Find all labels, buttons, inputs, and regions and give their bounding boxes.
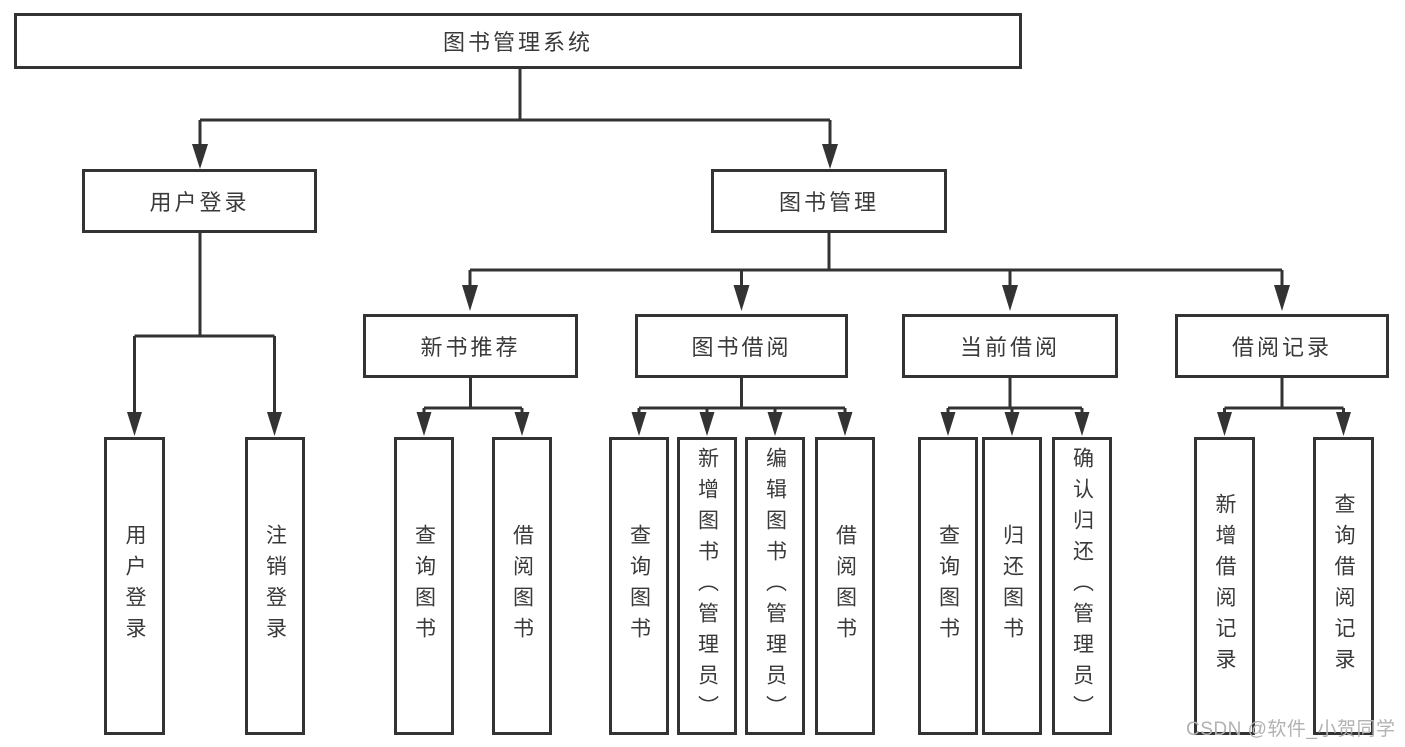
connector-new-book-recommend-branch (416, 378, 530, 436)
arrowhead (733, 285, 750, 311)
arrowhead (767, 412, 783, 436)
node-user-login: 用户登录 (82, 169, 317, 233)
node-leaf-recommend-borrow-books: 借阅图书 (492, 437, 552, 735)
arrowhead (416, 412, 432, 436)
arrowhead (837, 412, 853, 436)
node-root: 图书管理系统 (14, 13, 1022, 69)
connector-user-login-branch (127, 233, 282, 436)
node-leaf-current-return-books: 归还图书 (982, 437, 1042, 735)
node-leaf-borrowing-add-books: 新增图书（管理员） (677, 437, 737, 735)
node-label: 新增借阅记录 (1213, 493, 1236, 679)
connector-root-branch (192, 69, 838, 169)
arrowhead (1217, 412, 1232, 436)
node-leaf-logout: 注销登录 (245, 437, 305, 735)
node-leaf-borrowing-query-books: 查询图书 (609, 437, 669, 735)
arrowhead (940, 412, 956, 436)
node-leaf-current-confirm-return: 确认归还（管理员） (1052, 437, 1112, 735)
arrowhead (1336, 412, 1351, 436)
node-label: 用户登录 (123, 524, 146, 648)
connector-book-borrowing-branch (631, 378, 853, 436)
arrowhead (631, 412, 647, 436)
arrowhead (514, 412, 530, 436)
arrowhead (127, 412, 142, 436)
node-label: 注销登录 (263, 524, 287, 648)
arrowhead (1002, 285, 1018, 311)
node-leaf-current-query-books: 查询图书 (918, 437, 978, 735)
arrowhead (1074, 412, 1090, 436)
node-label: 查询图书 (627, 524, 651, 648)
arrowhead (822, 144, 838, 169)
arrowhead (192, 144, 208, 169)
node-label: 归还图书 (1000, 524, 1024, 648)
node-book-management: 图书管理 (711, 169, 947, 233)
node-current-borrowing: 当前借阅 (902, 314, 1118, 378)
node-label: 编辑图书（管理员） (763, 446, 787, 726)
connector-current-borrowing-branch (940, 378, 1090, 436)
node-leaf-recommend-query-books: 查询图书 (394, 437, 454, 735)
arrowhead (462, 285, 478, 311)
node-borrowing-records: 借阅记录 (1175, 314, 1389, 378)
node-label: 确认归还（管理员） (1070, 446, 1094, 726)
node-label: 借阅图书 (833, 524, 857, 648)
node-label: 新增图书（管理员） (695, 446, 719, 726)
node-leaf-add-borrow-record: 新增借阅记录 (1194, 437, 1255, 735)
arrowhead (1274, 285, 1290, 311)
node-label: 查询图书 (412, 524, 436, 648)
node-label: 查询借阅记录 (1332, 493, 1355, 679)
arrowhead (267, 412, 282, 436)
node-leaf-query-borrow-record: 查询借阅记录 (1313, 437, 1374, 735)
node-leaf-borrowing-borrow-books: 借阅图书 (815, 437, 875, 735)
node-label: 借阅图书 (510, 524, 534, 648)
node-book-borrowing: 图书借阅 (635, 314, 848, 378)
node-leaf-borrowing-edit-books: 编辑图书（管理员） (745, 437, 805, 735)
node-leaf-user-login: 用户登录 (104, 437, 165, 735)
node-label: 查询图书 (936, 524, 960, 648)
arrowhead (699, 412, 715, 436)
arrowhead (1004, 412, 1020, 436)
node-new-book-recommend: 新书推荐 (363, 314, 578, 378)
connector-borrowing-records-branch (1217, 378, 1351, 436)
connector-book-management-branch (462, 233, 1290, 311)
watermark-text: CSDN @软件_小贺同学 (1186, 719, 1396, 740)
